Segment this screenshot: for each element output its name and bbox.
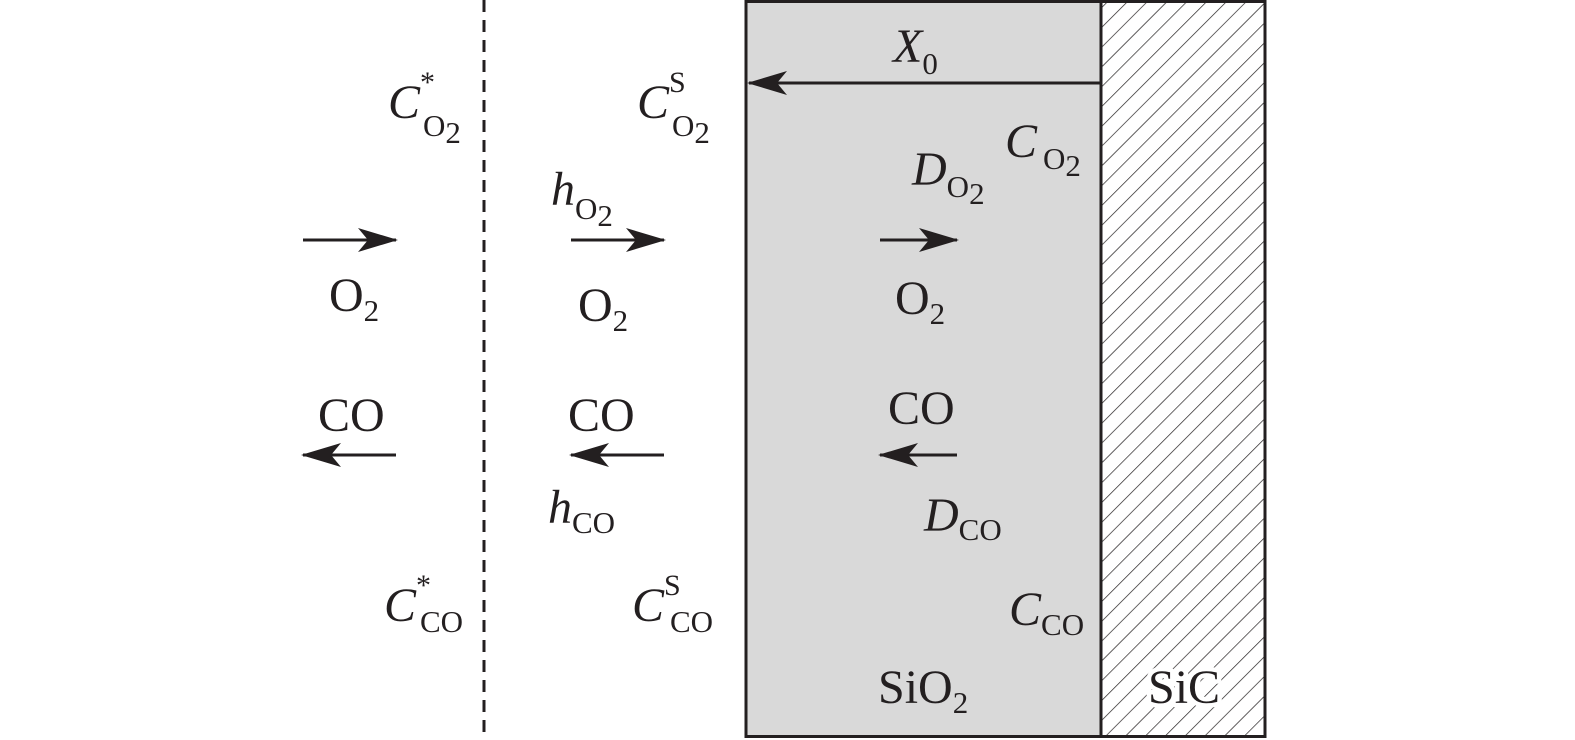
co-mass-transfer-coefficient: hCO bbox=[548, 481, 615, 540]
o2-diffusivity: DO2 bbox=[911, 143, 985, 211]
o2-flux-label-oxide: O2 bbox=[895, 272, 945, 331]
substrate-material-label: SiC bbox=[1148, 661, 1220, 714]
co-interface-concentration: CCO bbox=[1009, 583, 1084, 642]
substrate-layer bbox=[1099, 0, 1267, 738]
co-diffusivity: DCO bbox=[923, 489, 1002, 547]
thickness-label: X0 bbox=[891, 20, 938, 81]
o2-flux-label-gas: O2 bbox=[329, 269, 379, 328]
co-flux-label-oxide: CO bbox=[888, 382, 955, 435]
o2-mass-transfer-coefficient: hO2 bbox=[551, 163, 613, 233]
o2-bulk-concentration: C*O2 bbox=[388, 66, 461, 150]
oxide-layer bbox=[744, 0, 1103, 738]
oxide-material-label: SiO2 bbox=[878, 661, 968, 720]
co-bulk-concentration: C*CO bbox=[384, 569, 463, 639]
co-flux-label-gas: CO bbox=[318, 389, 385, 442]
o2-flux-label-film: O2 bbox=[578, 279, 628, 338]
co-flux-label-film: CO bbox=[568, 389, 635, 442]
